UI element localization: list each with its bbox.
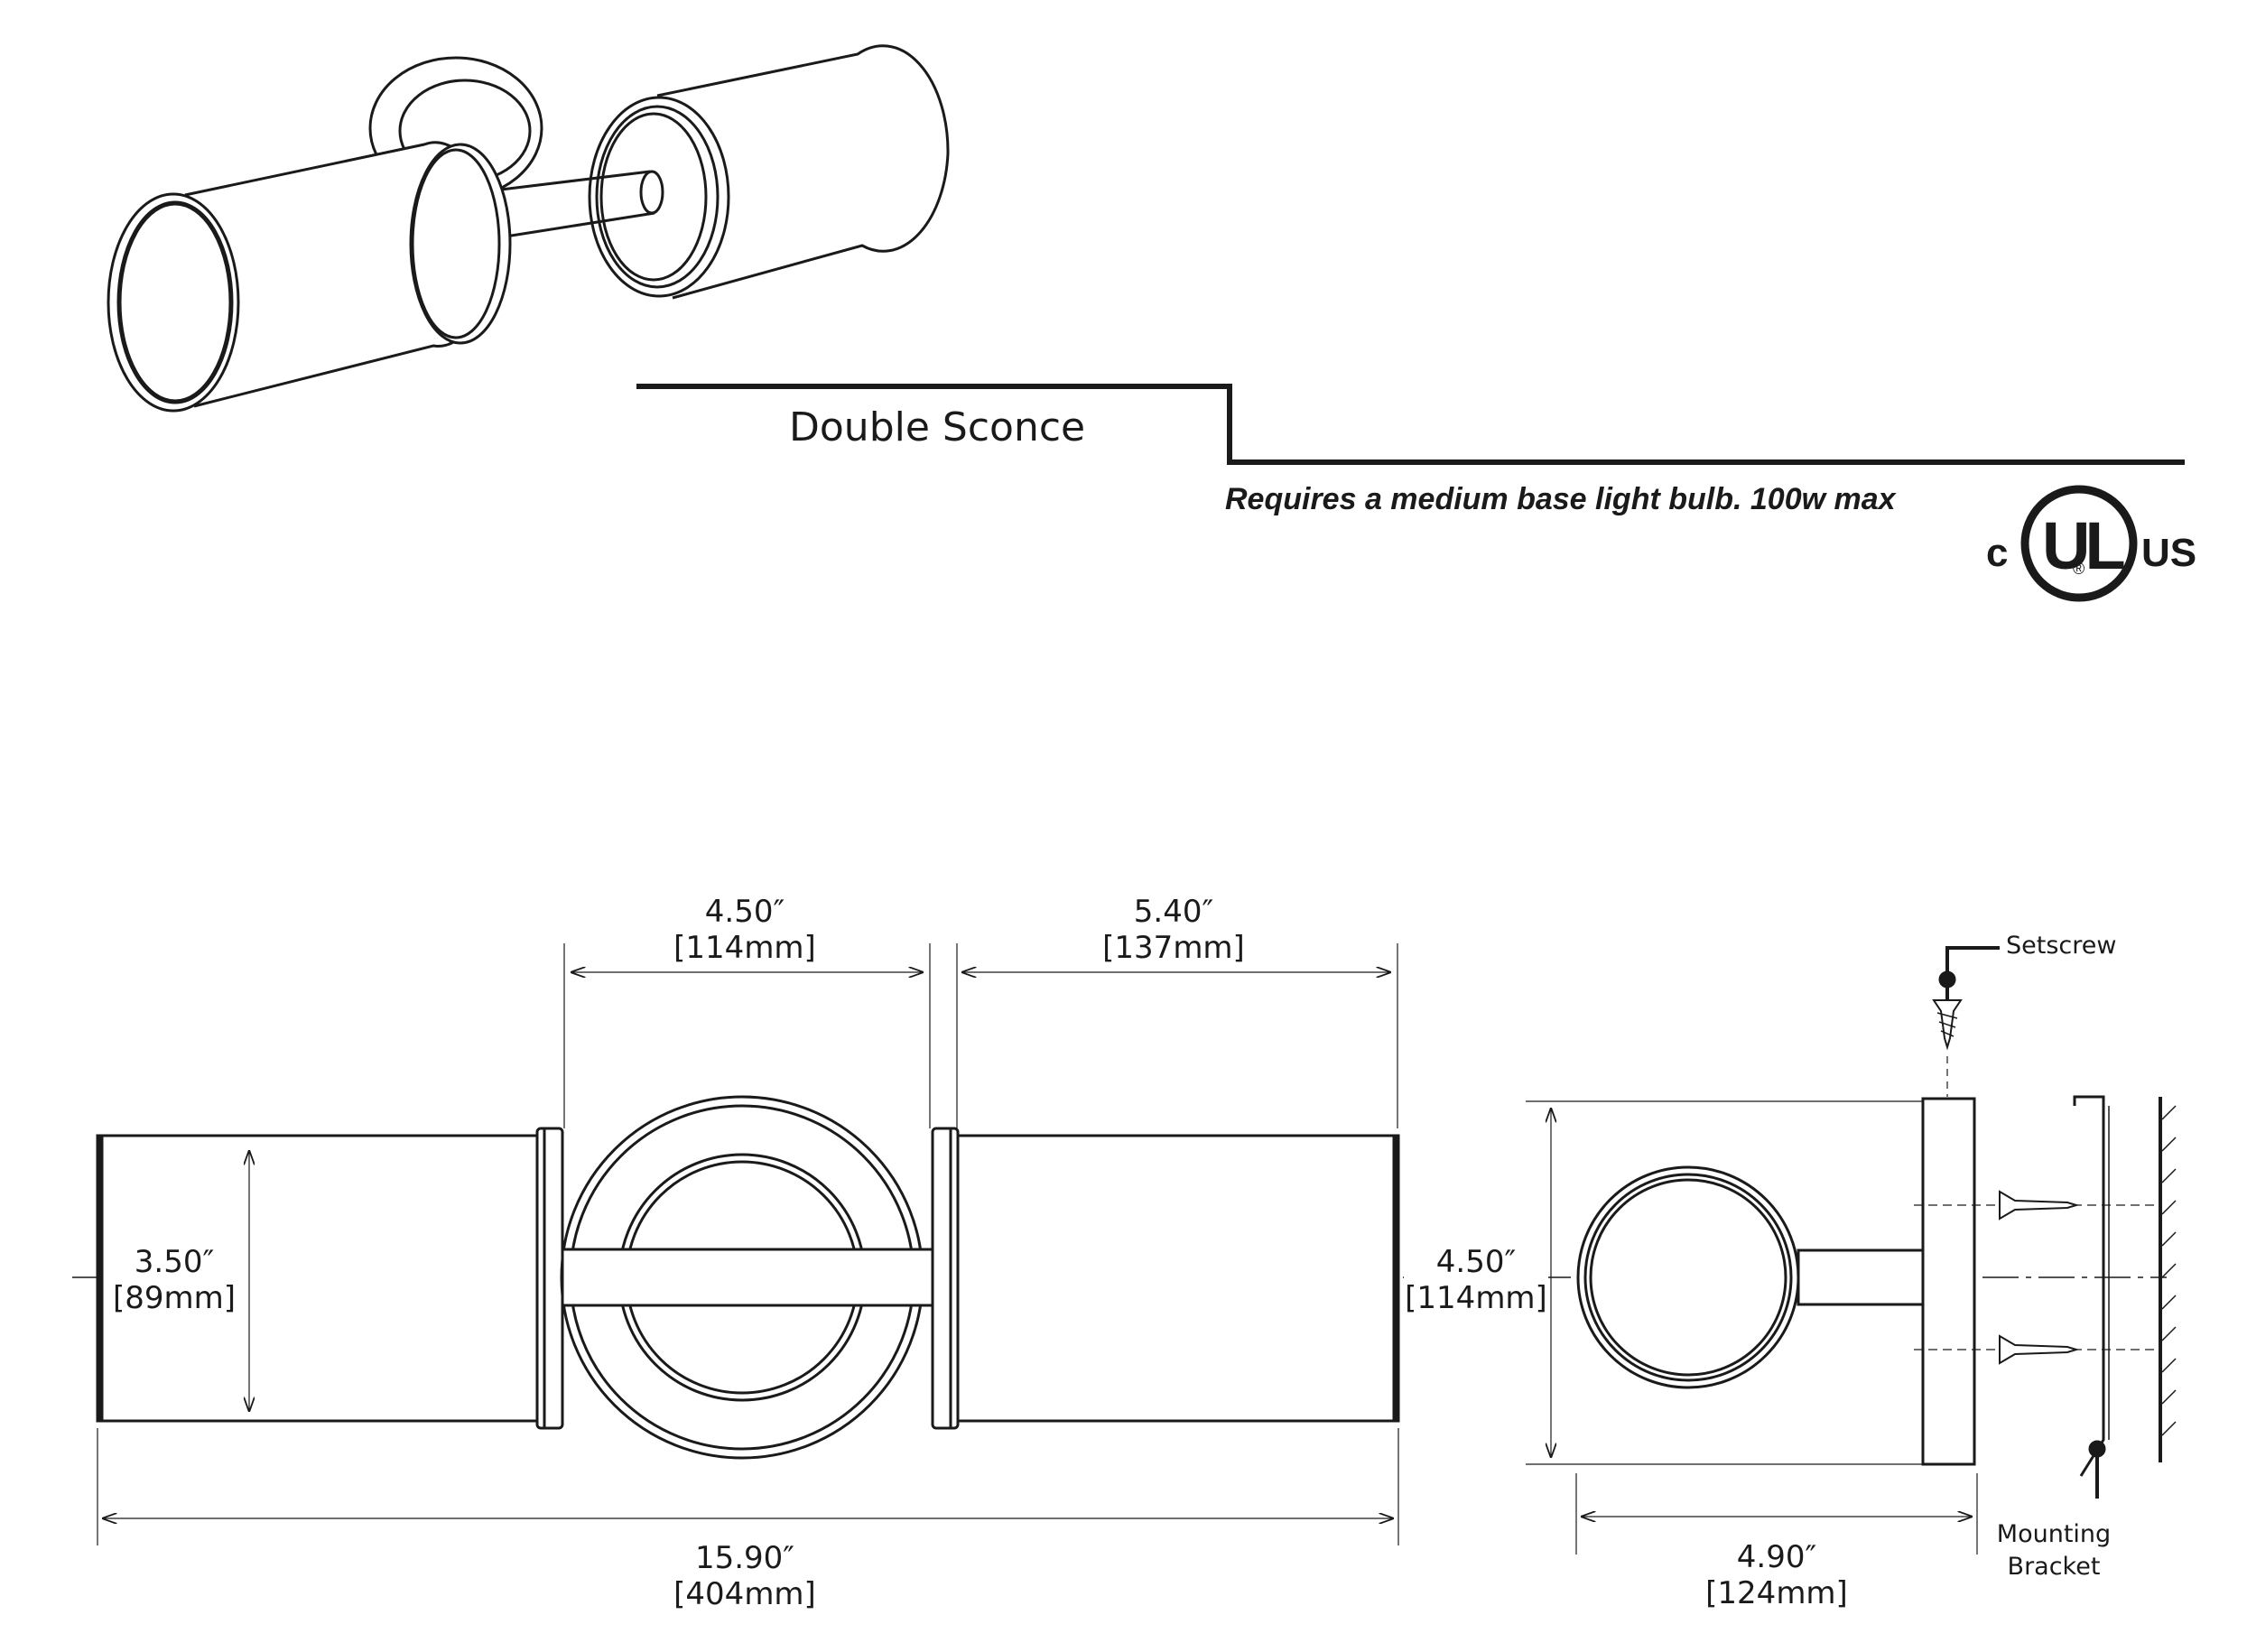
dim-overall-width: 15.90″ [404mm] — [673, 1540, 817, 1612]
setscrew-label: Setscrew — [2006, 932, 2117, 960]
dim-shade-inch: 5.40″ — [1133, 894, 1214, 930]
ul-certification-mark: c UL ® US — [1986, 484, 2197, 603]
dim-overall-mm: [404mm] — [673, 1576, 816, 1612]
dim-side-height-inch: 4.50″ — [1435, 1244, 1517, 1280]
dim-overall-inch: 15.90″ — [694, 1540, 795, 1576]
mounting-bracket-line1: Mounting — [1996, 1520, 2112, 1548]
ul-mark-text: UL — [2042, 508, 2126, 583]
dim-backplate-width: 4.50″ [114mm] — [673, 894, 817, 966]
sconce-perspective-illustration — [107, 44, 950, 413]
ul-c-text: c — [1986, 531, 2009, 575]
dim-cylinder-diameter: 3.50″ [89mm] — [107, 1244, 242, 1316]
dim-shade-length: 5.40″ [137mm] — [1101, 894, 1246, 966]
dim-diameter-mm: [89mm] — [112, 1280, 237, 1316]
bulb-requirement-note: Requires a medium base light bulb. 100w … — [1225, 482, 1896, 516]
dim-projection-inch: 4.90″ — [1736, 1539, 1817, 1575]
ul-registered-symbol: ® — [2073, 560, 2085, 578]
ul-circle-logo — [2020, 485, 2138, 602]
dim-projection: 4.90″ [124mm] — [1704, 1539, 1849, 1611]
dim-side-height-mm: [114mm] — [1405, 1280, 1547, 1316]
mounting-bracket-label: Mounting Bracket — [1986, 1518, 2122, 1583]
ul-us-text: US — [2141, 531, 2197, 575]
dim-projection-mm: [124mm] — [1705, 1575, 1848, 1611]
dim-backplate-inch: 4.50″ — [704, 894, 785, 930]
dim-diameter-inch: 3.50″ — [134, 1244, 215, 1280]
product-title: Double Sconce — [789, 404, 1086, 450]
dim-side-height: 4.50″ [114mm] — [1404, 1244, 1548, 1316]
title-rule — [636, 384, 2185, 465]
dim-backplate-mm: [114mm] — [673, 930, 816, 966]
mounting-bracket-line2: Bracket — [2007, 1553, 2101, 1581]
dim-shade-mm: [137mm] — [1102, 930, 1245, 966]
